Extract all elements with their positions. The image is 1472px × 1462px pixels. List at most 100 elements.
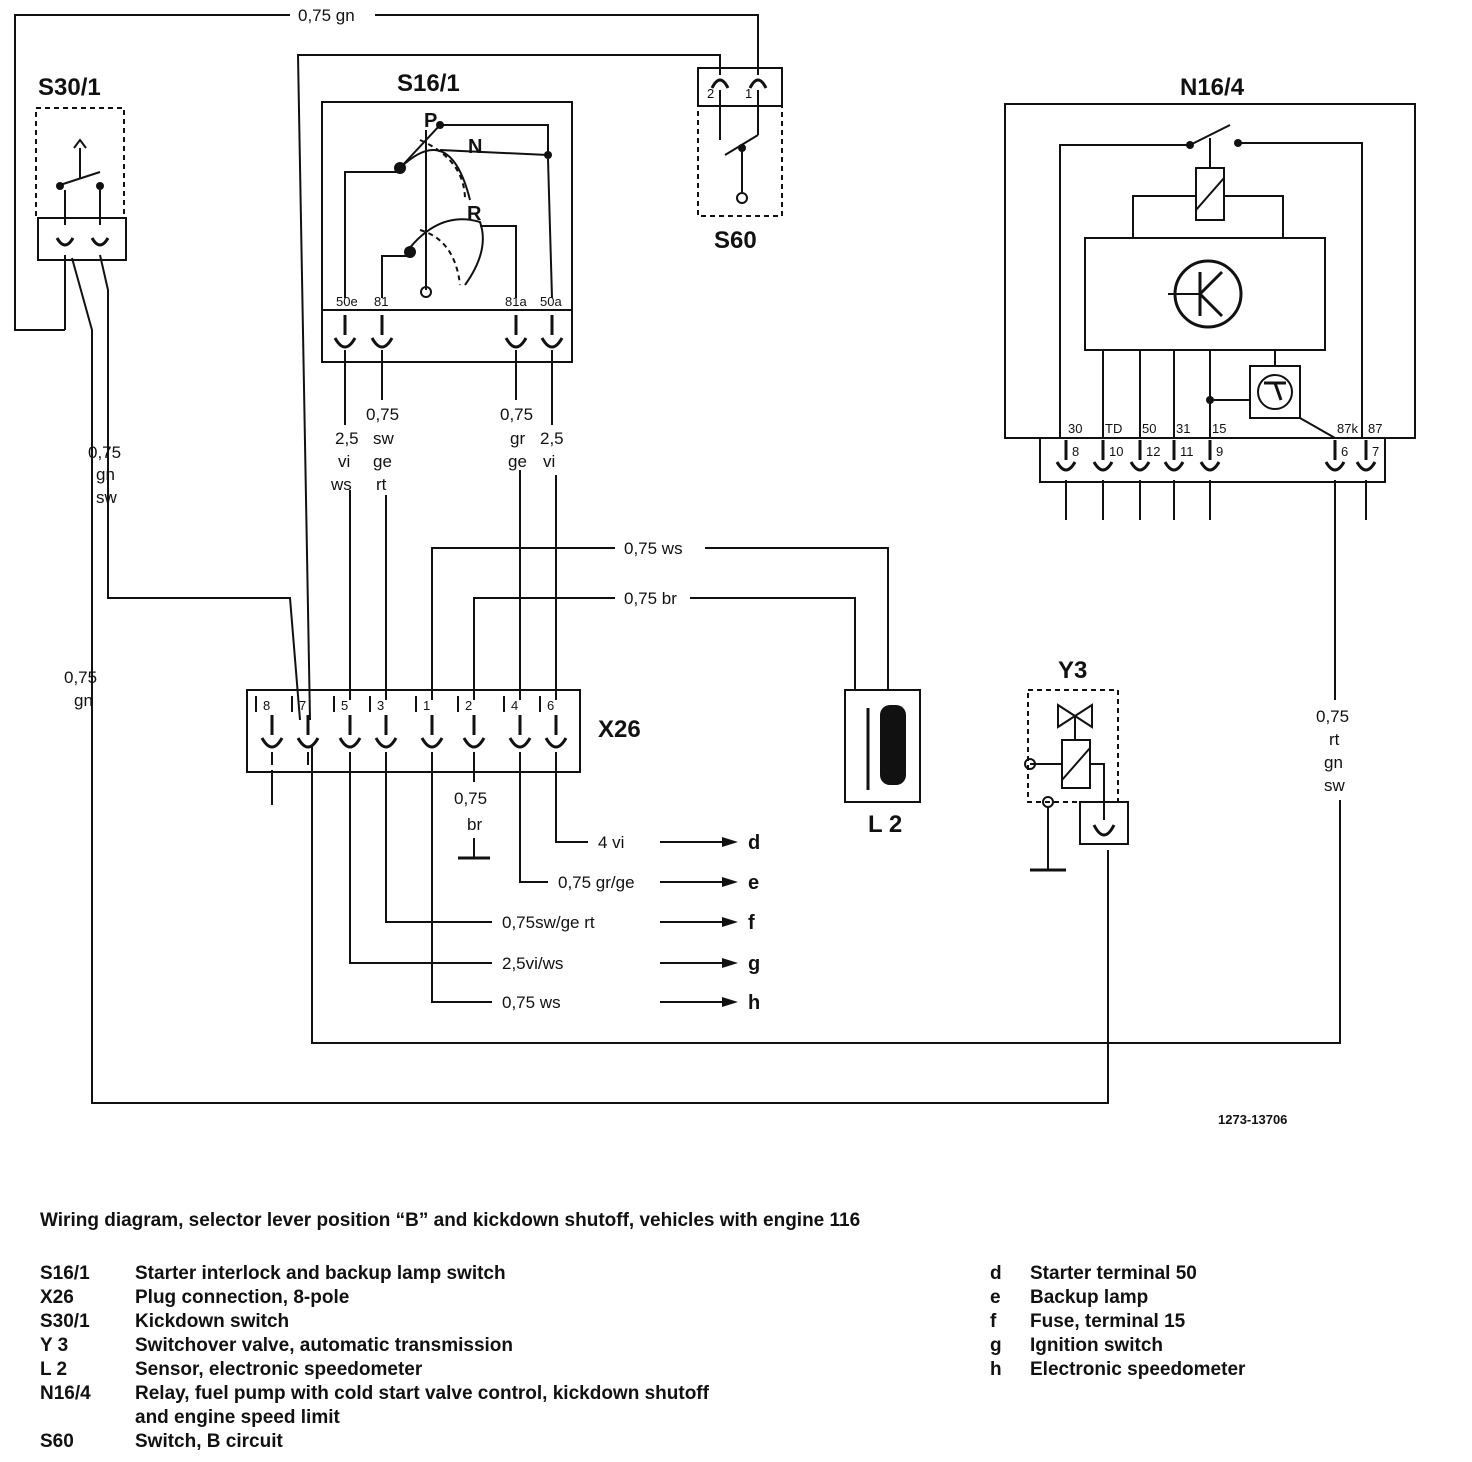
- n16-4-term-bottom: 11: [1180, 444, 1194, 459]
- legend-row: L 2 Sensor, electronic speedometer: [40, 1358, 709, 1382]
- n16-4-term-top: 31: [1176, 421, 1190, 436]
- s16-1-pos-p: P: [424, 110, 437, 132]
- legend-code: g: [990, 1335, 1002, 1356]
- legend-description: Switchover valve, automatic transmission: [135, 1335, 514, 1356]
- wire-81-label-4: rt: [376, 475, 387, 494]
- s30-1-label: S30/1: [38, 74, 101, 101]
- x26-pin-number: 5: [341, 698, 348, 713]
- wire-ground-label-1: 0,75: [454, 789, 487, 808]
- legend-code: X26: [40, 1287, 74, 1308]
- legend-components: S16/1 Starter interlock and backup lamp s…: [40, 1262, 709, 1454]
- s60-label: S60: [714, 227, 757, 254]
- wire-81a-label-2: gr: [510, 429, 525, 448]
- legend-code: Y 3: [40, 1335, 69, 1356]
- n16-4-term-top: TD: [1105, 421, 1122, 436]
- wire-50a-label-1: 2,5: [540, 429, 564, 448]
- wire-50e-label-3: ws: [330, 475, 352, 494]
- legend-description: Kickdown switch: [135, 1311, 290, 1332]
- legend-code: f: [990, 1311, 997, 1332]
- x26-pin-number: 2: [465, 698, 472, 713]
- x26-pin-number: 3: [377, 698, 384, 713]
- wire-label-s30a-1: 0,75: [88, 443, 121, 462]
- s30-1-kickdown-switch: S30/1: [35, 74, 127, 261]
- n16-4-term-bottom: 8: [1072, 444, 1079, 459]
- legend-description: and engine speed limit: [135, 1407, 340, 1428]
- wire-81-label-1: 0,75: [366, 405, 399, 424]
- legend-row: Y 3 Switchover valve, automatic transmiss…: [40, 1334, 709, 1358]
- output-terminal-g: g: [748, 953, 760, 975]
- legend-description: Starter terminal 50: [1030, 1263, 1197, 1284]
- legend-code: e: [990, 1287, 1001, 1308]
- output-terminal-h: h: [748, 992, 760, 1014]
- n16-4-label: N16/4: [1180, 74, 1245, 101]
- x26-pin-number: 1: [423, 698, 430, 713]
- wire-l2-ws-label: 0,75 ws: [624, 539, 683, 558]
- legend-description: Switch, B circuit: [135, 1431, 283, 1452]
- s16-1-term-50a: 50a: [540, 294, 562, 309]
- output-terminal-e: e: [748, 872, 759, 894]
- legend-description: Starter interlock and backup lamp switch: [135, 1263, 506, 1284]
- legend-description: Ignition switch: [1030, 1335, 1163, 1356]
- output-wire-label: 4 vi: [598, 833, 624, 852]
- s16-1-term-81a: 81a: [505, 294, 527, 309]
- s60-b-circuit-switch: 2 1 S60: [697, 67, 783, 254]
- wire-81-label-3: ge: [373, 452, 392, 471]
- n16-4-term-bottom: 6: [1341, 444, 1348, 459]
- l2-label: L 2: [868, 811, 902, 838]
- legend-description: Fuse, terminal 15: [1030, 1311, 1186, 1332]
- legend-code: L 2: [40, 1359, 68, 1380]
- legend-code: [40, 1406, 135, 1430]
- n16-4-term-top: 50: [1142, 421, 1156, 436]
- l2-speedometer-sensor: L 2: [844, 689, 921, 838]
- output-wire-label: 0,75 ws: [502, 993, 561, 1012]
- legend-description: Relay, fuel pump with cold start valve c…: [135, 1383, 709, 1404]
- wire-top-label: 0,75 gn: [298, 6, 355, 25]
- n16-4-term-top: 87k: [1337, 421, 1358, 436]
- wire-50e-label-2: vi: [338, 452, 350, 471]
- wire-label-s30b-2: gn: [74, 691, 93, 710]
- wire-50a-label-2: vi: [543, 452, 555, 471]
- legend-row: f Fuse, terminal 15: [990, 1310, 1245, 1334]
- x26-pin-number: 6: [547, 698, 554, 713]
- output-wire-label: 2,5vi/ws: [502, 954, 563, 973]
- legend-row: S16/1 Starter interlock and backup lamp s…: [40, 1262, 709, 1286]
- n16-4-pins: 0,75 rt gn sw: [311, 480, 1367, 1044]
- legend-row: X26 Plug connection, 8-pole: [40, 1286, 709, 1310]
- diagram-caption: Wiring diagram, selector lever position …: [40, 1210, 861, 1231]
- s16-1-term-50e: 50e: [336, 294, 358, 309]
- legend-description: Plug connection, 8-pole: [135, 1287, 350, 1308]
- legend-description: Electronic speedometer: [1030, 1359, 1246, 1380]
- wiring-diagram: S30/1 0,75 gn 0,75 gn sw 0,75 gn S16/1: [14, 6, 1416, 1127]
- legend-row: and engine speed limit: [40, 1406, 709, 1430]
- legend-description: Sensor, electronic speedometer: [135, 1359, 423, 1380]
- wire-81-label-2: sw: [373, 429, 395, 448]
- output-terminal-f: f: [748, 912, 755, 934]
- n16-4-term-bottom: 12: [1146, 444, 1160, 459]
- wire-81a-label-3: ge: [508, 452, 527, 471]
- s16-1-starter-interlock-switch: S16/1 P N R 50e 81 81a 50a: [321, 70, 573, 363]
- x26-pin-number: 8: [263, 698, 270, 713]
- x26-pin-number: 7: [299, 698, 306, 713]
- wire-l2-br-label: 0,75 br: [624, 589, 677, 608]
- n16-4-term-top: 87: [1368, 421, 1382, 436]
- x26-pin-number: 4: [511, 698, 518, 713]
- legend-code: S16/1: [40, 1263, 90, 1284]
- output-wire-label: 0,75sw/ge rt: [502, 913, 595, 932]
- wire-n16-6-label-4: sw: [1324, 776, 1346, 795]
- x26-label: X26: [598, 716, 641, 743]
- output-wire-label: 0,75 gr/ge: [558, 873, 635, 892]
- wire-50e-label-1: 2,5: [335, 429, 359, 448]
- s16-1-pos-r: R: [467, 203, 482, 225]
- n16-4-term-bottom: 7: [1372, 444, 1379, 459]
- legend-row: g Ignition switch: [990, 1334, 1245, 1358]
- wire-n16-6-label-1: 0,75: [1316, 707, 1349, 726]
